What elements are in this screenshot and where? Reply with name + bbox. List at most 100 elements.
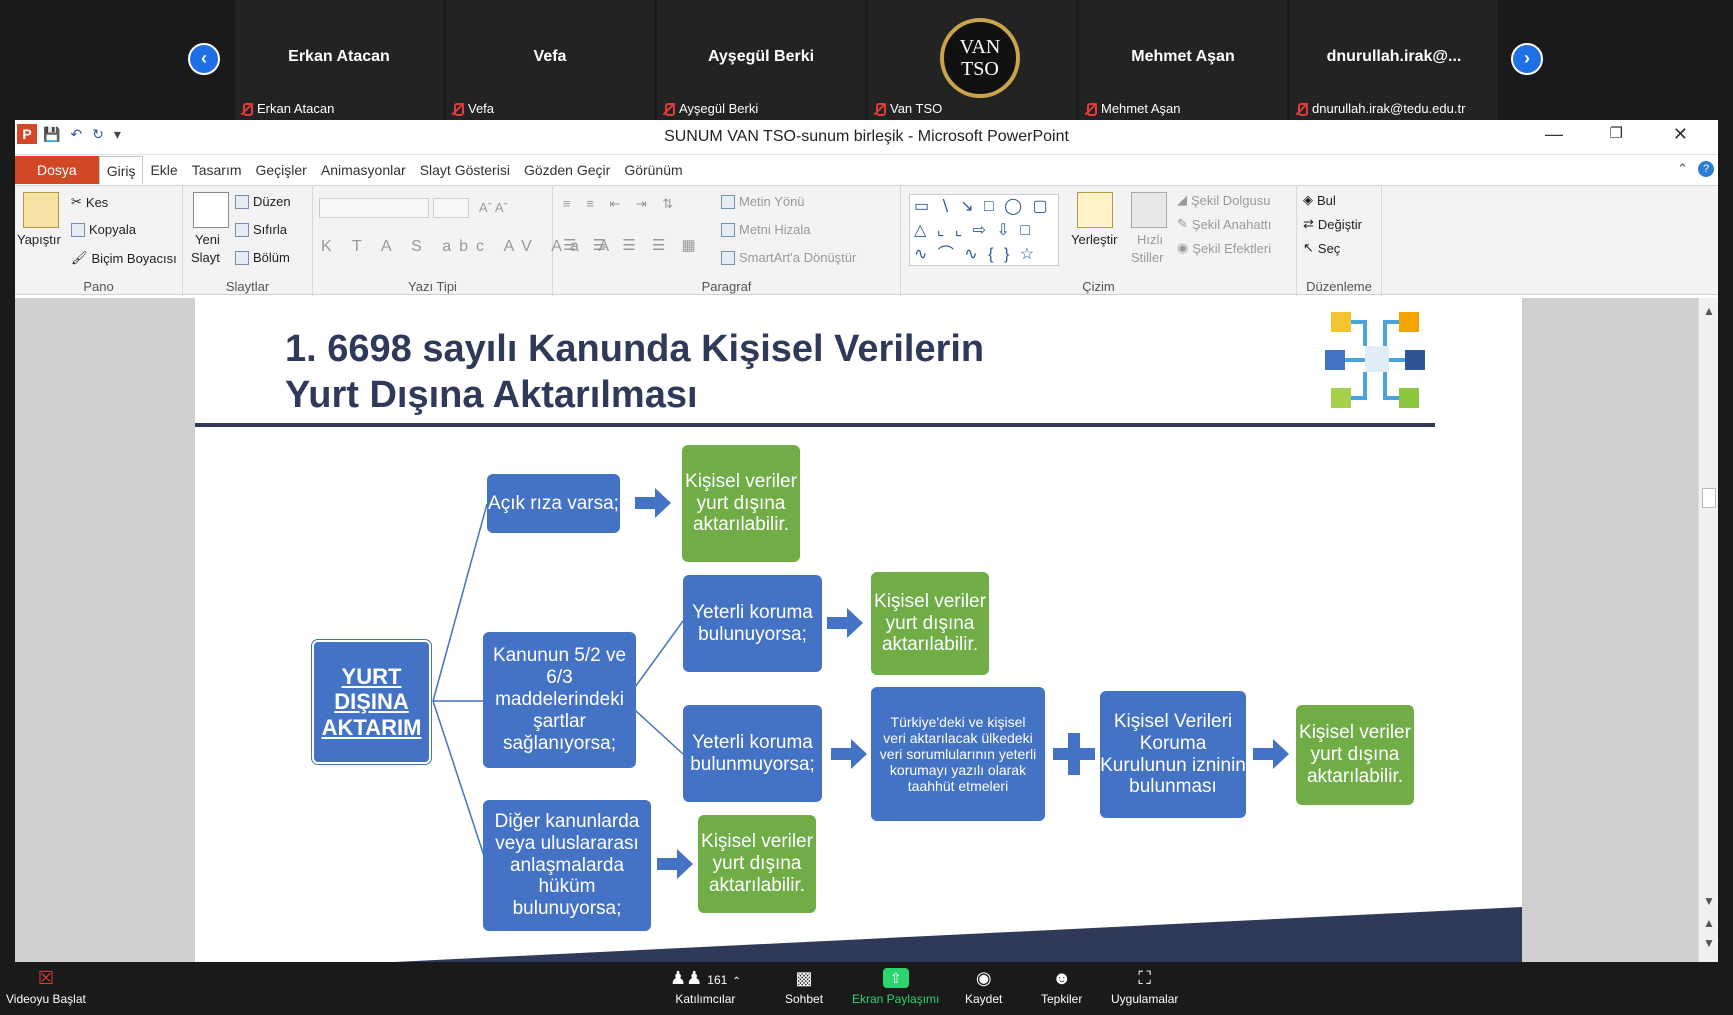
list-icons[interactable]: ≡ ≡ ⇤ ⇥ ⇅ <box>563 196 680 211</box>
apps-button[interactable]: ⛶Uygulamalar <box>1111 968 1179 1006</box>
participants-button[interactable]: ♟♟ 161 ⌃Katılımcılar <box>670 968 741 1006</box>
chevron-left-icon[interactable]: ‹ <box>188 43 220 75</box>
reactions-button[interactable]: ☻Tepkiler <box>1041 968 1083 1006</box>
format-painter-button[interactable]: 🖌Biçim Boyacısı <box>71 250 177 266</box>
cut-button[interactable]: ✂Kes <box>71 194 109 210</box>
next-slide-icon[interactable]: ▼ <box>1703 936 1715 950</box>
arrow-right-icon <box>831 739 867 769</box>
participant-strip: ‹ Erkan Atacan Erkan Atacan Vefa Vefa Ay… <box>0 0 1733 120</box>
reset-icon <box>235 222 249 237</box>
collapse-ribbon-icon[interactable]: ⌃ <box>1677 161 1688 176</box>
ribbon: Yapıştır ✂Kes Kopyala 🖌Biçim Boyacısı Pa… <box>15 185 1718 296</box>
align-text-button[interactable]: Metni Hizala <box>721 222 811 237</box>
board-permission-box[interactable]: Kişisel Verileri Koruma Kurulunun iznini… <box>1100 691 1246 818</box>
tab-ekle[interactable]: Ekle <box>150 162 178 178</box>
slide[interactable]: 1. 6698 sayılı Kanunda Kişisel Verilerin… <box>195 298 1522 962</box>
participant-tile[interactable]: dnurullah.irak@... dnurullah.irak@tedu.e… <box>1290 0 1498 120</box>
participant-tile[interactable]: Erkan Atacan Erkan Atacan <box>235 0 443 120</box>
font-format-icons[interactable]: K T A S abc AV Aa A <box>321 238 618 255</box>
shapes-gallery[interactable]: ▭ ∖ ↘ □ ◯ ▢△ ⌞ ⌞ ⇨ ⇩ □∿ ⌒ ∿ { } ☆ <box>909 194 1059 266</box>
group-yazi-tipi: Aˆ Aˇ K T A S abc AV Aa A Yazı Tipi <box>313 186 609 296</box>
chevron-up-icon[interactable]: ⌃ <box>732 976 741 987</box>
powerpoint-icon[interactable]: P <box>17 124 37 144</box>
result-box[interactable]: Kişisel veriler yurt dışına aktarılabili… <box>871 572 989 675</box>
replace-icon: ⇄ <box>1303 216 1314 231</box>
redo-icon[interactable]: ↻ <box>92 126 104 142</box>
group-label: Çizim <box>1082 279 1115 294</box>
grow-font-icon[interactable]: Aˆ Aˇ <box>479 200 508 215</box>
shape-outline-button[interactable]: ✎Şekil Anahattı <box>1177 216 1272 232</box>
smartart-button[interactable]: SmartArt'a Dönüştür <box>721 250 856 265</box>
layout-button[interactable]: Düzen <box>235 194 291 209</box>
result-box[interactable]: Kişisel veriler yurt dışına aktarılabili… <box>682 445 800 562</box>
branch-consent[interactable]: Açık rıza varsa; <box>487 474 620 533</box>
find-button[interactable]: ◈Bul <box>1303 192 1336 208</box>
replace-button[interactable]: ⇄Değiştir <box>1303 216 1362 232</box>
adequate-protection-no[interactable]: Yeterli koruma bulunmuyorsa; <box>683 705 822 802</box>
close-icon[interactable]: ✕ <box>1672 124 1688 144</box>
paste-button[interactable]: Yapıştır <box>17 232 61 247</box>
mic-muted-icon <box>872 102 886 116</box>
result-box[interactable]: Kişisel veriler yurt dışına aktarılabili… <box>698 815 816 913</box>
branch-articles[interactable]: Kanunun 5/2 ve 6/3 maddelerindeki şartla… <box>483 632 636 768</box>
reset-button[interactable]: Sıfırla <box>235 222 287 237</box>
shape-effects-button[interactable]: ◉Şekil Efektleri <box>1177 240 1272 256</box>
customize-toolbar-icon[interactable]: ▾ <box>113 126 121 142</box>
slide-editor[interactable]: 1. 6698 sayılı Kanunda Kişisel Verilerin… <box>15 298 1718 962</box>
align-icons[interactable]: ☰ ☰ ☰ ☰ ▦ <box>563 237 702 254</box>
chevron-right-icon[interactable]: › <box>1511 43 1543 75</box>
tab-slayt-gosterisi[interactable]: Slayt Gösterisi <box>419 162 510 178</box>
shape-fill-button[interactable]: ◢Şekil Dolgusu <box>1177 192 1271 208</box>
scroll-thumb[interactable] <box>1702 488 1716 508</box>
scroll-up-icon[interactable]: ▲ <box>1703 304 1715 318</box>
mic-muted-icon <box>1083 102 1097 116</box>
section-button[interactable]: Bölüm <box>235 250 290 265</box>
commitment-box[interactable]: Türkiye'deki ve kişisel veri aktarılacak… <box>871 687 1045 821</box>
align-text-icon <box>721 222 735 237</box>
chat-button[interactable]: ▩Sohbet <box>785 968 824 1006</box>
plus-icon <box>1053 733 1095 775</box>
tab-gozden-gecir[interactable]: Gözden Geçir <box>523 162 611 178</box>
select-button[interactable]: ↖Seç <box>1303 240 1341 256</box>
result-box[interactable]: Kişisel veriler yurt dışına aktarılabili… <box>1296 705 1414 805</box>
share-screen-button[interactable]: ⇧Ekran Paylaşımı <box>852 968 940 1006</box>
save-icon[interactable]: 💾 <box>43 126 61 142</box>
new-slide-label[interactable]: Yeni <box>195 232 220 247</box>
participant-tile[interactable]: Vefa Vefa <box>446 0 654 120</box>
adequate-protection-yes[interactable]: Yeterli koruma bulunuyorsa; <box>683 575 822 672</box>
slide-title[interactable]: 1. 6698 sayılı Kanunda Kişisel Verilerin… <box>285 328 985 416</box>
copy-button[interactable]: Kopyala <box>71 222 136 237</box>
font-size-input[interactable] <box>433 198 469 218</box>
branch-other-laws[interactable]: Diğer kanunlarda veya uluslararası anlaş… <box>483 800 651 931</box>
quick-styles-button[interactable]: Stiller <box>1131 250 1164 265</box>
tab-animasyonlar[interactable]: Animasyonlar <box>320 162 406 178</box>
restore-icon[interactable]: ❐ <box>1609 125 1623 142</box>
help-icon[interactable]: ? <box>1698 161 1714 177</box>
new-slide-button[interactable]: Slayt <box>191 250 220 265</box>
participant-tile[interactable]: Mehmet Aşan Mehmet Aşan <box>1079 0 1287 120</box>
participant-tile[interactable]: Ayşegül Berki Ayşegül Berki <box>657 0 865 120</box>
arrange-button[interactable]: Yerleştir <box>1071 232 1118 247</box>
group-label: Slaytlar <box>225 279 270 294</box>
participant-name: Vefa <box>533 48 567 65</box>
start-video-button[interactable]: ☒Videoyu Başlat <box>6 968 86 1006</box>
scroll-down-icon[interactable]: ▼ <box>1703 894 1715 908</box>
previous-slide-icon[interactable]: ▲ <box>1703 916 1715 930</box>
root-yurt-disina-aktarim[interactable]: YURT DIŞINA AKTARIM <box>311 639 432 765</box>
tab-gorunum[interactable]: Görünüm <box>624 162 683 178</box>
tab-dosya[interactable]: Dosya <box>15 156 99 184</box>
participant-label: dnurullah.irak@tedu.edu.tr <box>1312 101 1466 116</box>
vertical-scrollbar[interactable]: ▲ ▼ ▲ ▼ <box>1698 298 1718 962</box>
tab-gecisler[interactable]: Geçişler <box>255 162 307 178</box>
font-name-input[interactable] <box>319 198 429 218</box>
text-direction-button[interactable]: Metin Yönü <box>721 194 805 209</box>
group-cizim: ▭ ∖ ↘ □ ◯ ▢△ ⌞ ⌞ ⇨ ⇩ □∿ ⌒ ∿ { } ☆ Yerleş… <box>901 186 1297 296</box>
minimize-icon[interactable]: — <box>1545 124 1563 144</box>
undo-icon[interactable]: ↶ <box>70 126 83 142</box>
tab-giris[interactable]: Giriş <box>98 156 144 184</box>
tab-tasarim[interactable]: Tasarım <box>191 162 242 178</box>
record-button[interactable]: ◉Kaydet <box>965 968 1003 1006</box>
quick-styles-label[interactable]: Hızlı <box>1137 232 1163 247</box>
